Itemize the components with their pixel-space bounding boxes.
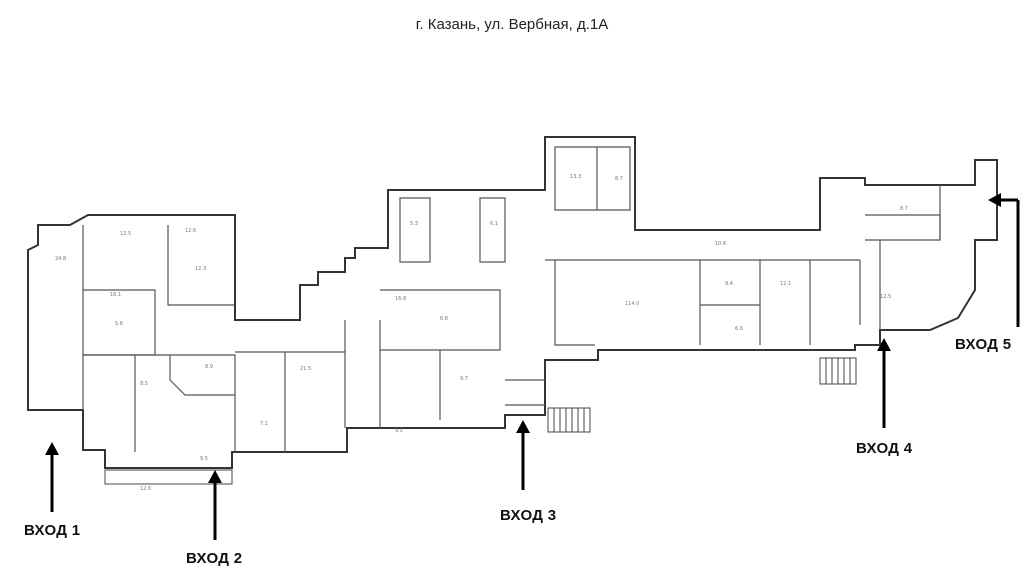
svg-text:5.6: 5.6 [115, 321, 123, 327]
arrow-icon-entrance-4 [877, 338, 891, 428]
svg-text:12.1: 12.1 [780, 281, 791, 287]
svg-text:12.6: 12.6 [140, 486, 151, 492]
arrow-icon-entrance-2 [208, 470, 222, 540]
svg-text:12.5: 12.5 [880, 294, 891, 300]
entrance-label-5: ВХОД 5 [955, 336, 1012, 353]
entrance-label-3: ВХОД 3 [500, 507, 557, 524]
svg-text:16.8: 16.8 [395, 296, 406, 302]
svg-text:16.1: 16.1 [110, 292, 121, 298]
entrance-arrows [45, 193, 1020, 540]
svg-text:7.1: 7.1 [260, 421, 268, 427]
svg-text:6.1: 6.1 [490, 221, 498, 227]
svg-text:114.0: 114.0 [625, 301, 639, 307]
arrow-icon-entrance-3 [516, 420, 530, 490]
building-outline [27, 136, 998, 469]
inner-walls [82, 146, 941, 452]
svg-text:9.7: 9.7 [460, 376, 468, 382]
svg-text:8.5: 8.5 [140, 381, 148, 387]
entrance-label-1: ВХОД 1 [24, 522, 81, 539]
entrance-label-4: ВХОД 4 [856, 440, 913, 457]
svg-text:6.6: 6.6 [735, 326, 743, 332]
svg-text:10.6: 10.6 [715, 241, 726, 247]
svg-text:13.3: 13.3 [570, 174, 581, 180]
svg-text:8.7: 8.7 [900, 206, 908, 212]
svg-text:9.5: 9.5 [200, 456, 208, 462]
svg-text:12.3: 12.3 [195, 266, 206, 272]
dimension-marks: 12.5 12.6 24.8 16.1 5.6 12.3 8.5 8.9 7.1 21.5 1… [55, 174, 908, 492]
svg-text:8.9: 8.9 [205, 364, 213, 370]
svg-text:9.5: 9.5 [395, 428, 403, 434]
plan-title: г. Казань, ул. Вербная, д.1А [415, 16, 609, 33]
svg-text:21.5: 21.5 [300, 366, 311, 372]
svg-text:9.4: 9.4 [725, 281, 733, 287]
arrow-icon-entrance-1 [45, 442, 59, 512]
svg-text:12.5: 12.5 [120, 231, 131, 237]
svg-text:8.7: 8.7 [615, 176, 623, 182]
stairs [104, 357, 857, 485]
svg-text:12.6: 12.6 [185, 228, 196, 234]
arrow-icon-entrance-5 [988, 193, 1020, 327]
entrance-label-2: ВХОД 2 [186, 550, 243, 567]
svg-text:5.3: 5.3 [410, 221, 418, 227]
svg-text:24.8: 24.8 [55, 256, 66, 262]
svg-text:6.8: 6.8 [440, 316, 448, 322]
